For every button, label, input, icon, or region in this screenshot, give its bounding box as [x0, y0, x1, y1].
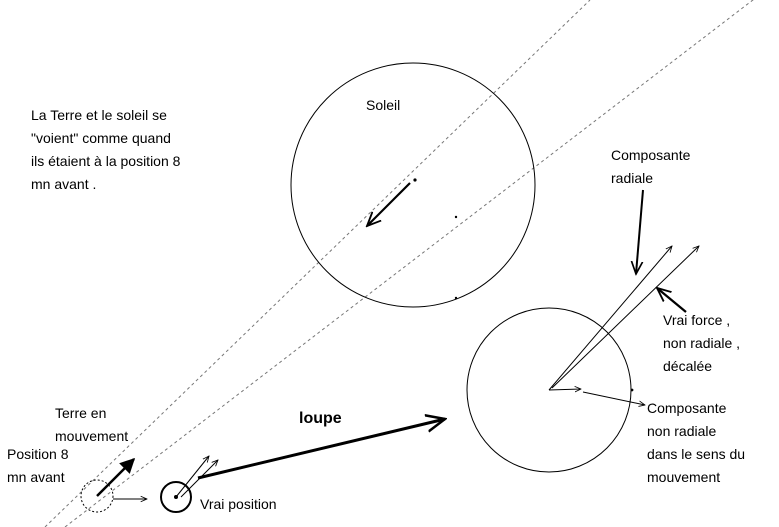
- composante-non-radiale-vector: [548, 389, 581, 390]
- vrai-force-vector: [551, 246, 699, 389]
- true-position-force-arrow-2: [180, 460, 218, 498]
- sun-force-arrow: [367, 182, 411, 226]
- loupe-arrow: [197, 419, 445, 480]
- vrai-position-label: Vrai position: [200, 496, 277, 512]
- upper-dashed-guide-line: [44, 0, 591, 527]
- composante-radiale-label: Composante radiale: [611, 147, 691, 186]
- earth-true-position-circle: [160, 481, 192, 513]
- true-position-force-arrow-1: [175, 456, 209, 498]
- sun-circle: [290, 62, 536, 308]
- composante-non-radiale-label: Composante non radiale dans le sens du m…: [647, 400, 746, 485]
- composante-radiale-pointer-arrow: [636, 189, 644, 274]
- position-8-label: Position 8 mn avant: [7, 446, 69, 485]
- explanation-text: La Terre et le soleil se "voient" comme …: [31, 107, 181, 192]
- vrai-force-pointer-arrow: [657, 288, 687, 313]
- earth-8mn-before-circle: [80, 479, 114, 513]
- sun-dot-top: [413, 178, 417, 182]
- sun-label: Soleil: [366, 97, 401, 113]
- earth-motion-arrow: [96, 457, 136, 497]
- vrai-force-label: Vrai force , non radiale , décalée: [663, 312, 741, 374]
- sun-dot-bottom: [454, 296, 458, 300]
- composante-radiale-vector: [548, 246, 672, 391]
- composante-non-radiale-pointer-arrow: [582, 391, 645, 405]
- magnified-earth-dot: [630, 388, 634, 392]
- terre-en-mouvement-label: Terre en mouvement: [55, 405, 129, 444]
- sun-dot-middle: [454, 215, 458, 219]
- loupe-label: loupe: [299, 410, 342, 427]
